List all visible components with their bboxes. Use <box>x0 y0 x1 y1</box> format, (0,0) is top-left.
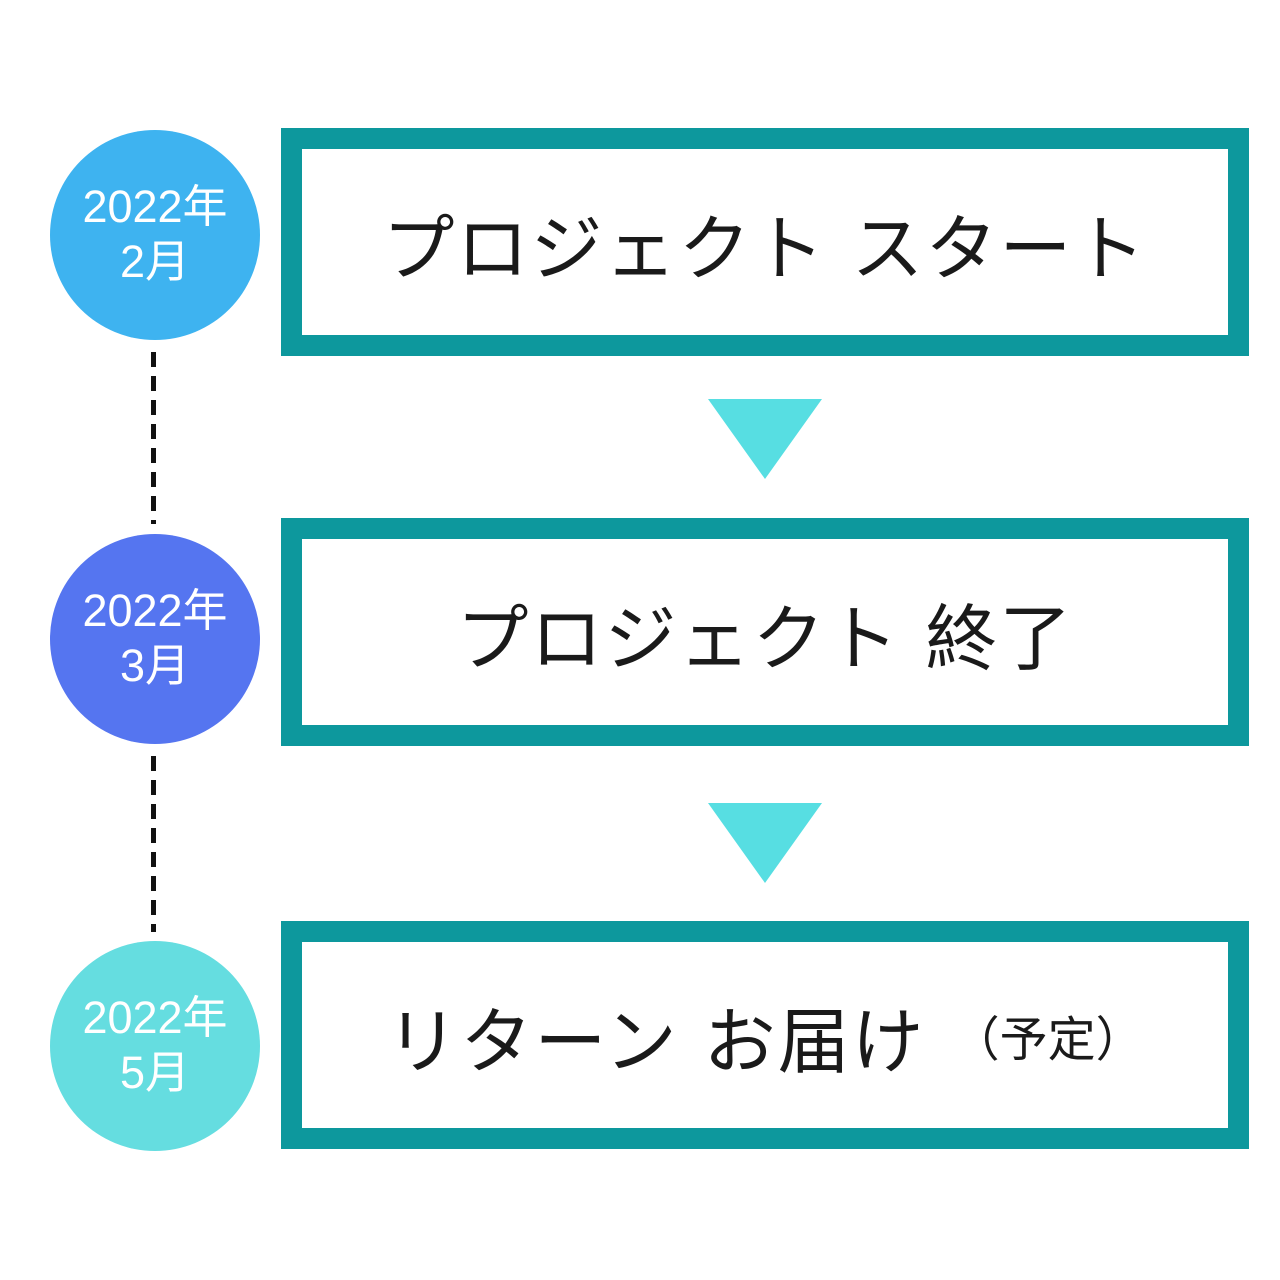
step-label: リターン お届け <box>386 999 926 1084</box>
down-arrow-icon <box>708 803 822 883</box>
date-circle-2022-02: 2022年 2月 <box>50 130 260 340</box>
date-month: 2月 <box>119 236 191 287</box>
date-year: 2022年 <box>82 585 228 637</box>
date-year: 2022年 <box>82 992 228 1044</box>
date-year: 2022年 <box>82 181 228 233</box>
down-arrow-icon <box>708 399 822 479</box>
dashed-connector <box>151 756 156 932</box>
step-label-suffix: （予定） <box>951 1012 1144 1068</box>
step-box-project-start: プロジェクト スタート <box>281 128 1249 356</box>
step-box-return-delivery: リターン お届け （予定） <box>281 921 1249 1149</box>
step-label: プロジェクト スタート <box>382 206 1148 291</box>
date-circle-2022-05: 2022年 5月 <box>50 941 260 1151</box>
date-month: 5月 <box>119 1047 191 1098</box>
step-label: プロジェクト 終了 <box>456 596 1074 681</box>
step-box-project-end: プロジェクト 終了 <box>281 518 1249 746</box>
date-circle-2022-03: 2022年 3月 <box>50 534 260 744</box>
dashed-connector <box>151 352 156 524</box>
date-month: 3月 <box>119 640 191 691</box>
